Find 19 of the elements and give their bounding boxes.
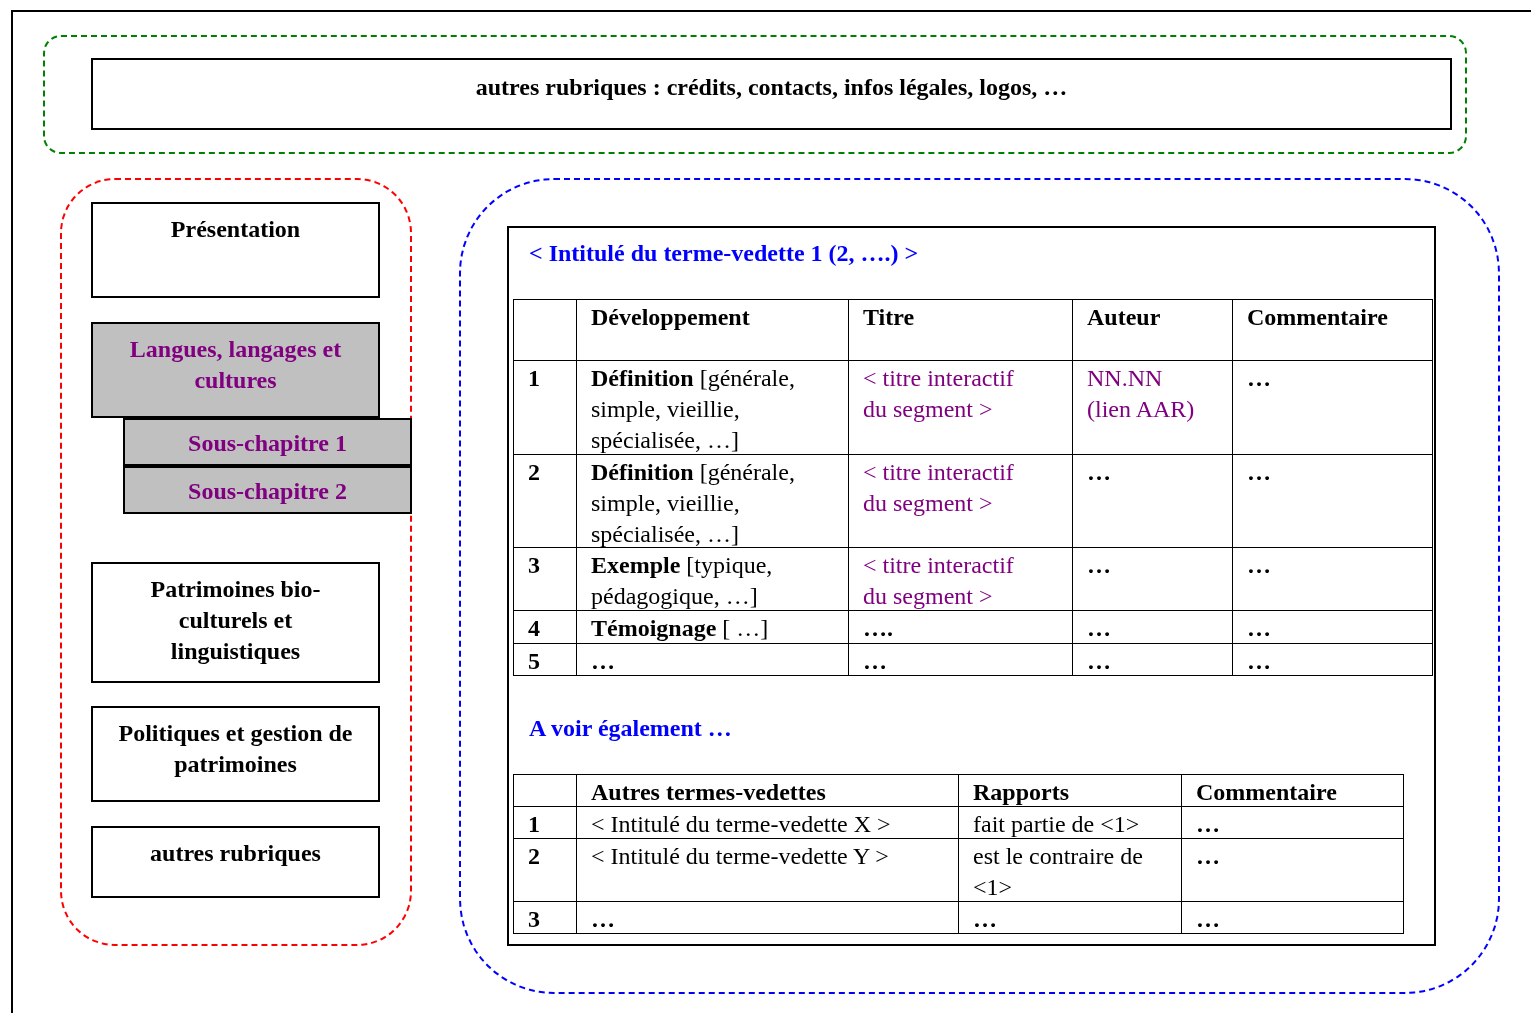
menu-box: Sous-chapitre 2 xyxy=(123,466,412,514)
menu-box: Patrimoines bio-culturels et linguistiques xyxy=(91,562,380,683)
menu-box: Politiques et gestion de patrimoines xyxy=(91,706,380,802)
menu-box: autres rubriques : crédits, contacts, infos légales, logos, … xyxy=(91,58,1452,130)
menu-box: Sous-chapitre 1 xyxy=(123,418,412,466)
row-number: 3 xyxy=(513,901,577,934)
column-header: Commentaire xyxy=(1181,774,1404,807)
menu-box: autres rubriques xyxy=(91,826,380,898)
column-header: Rapports xyxy=(958,774,1182,807)
table-cell: … xyxy=(1232,643,1433,676)
dashed-region xyxy=(43,35,1467,154)
menu-box: Présentation xyxy=(91,202,380,298)
section-heading: A voir également … xyxy=(529,715,732,742)
table-cell: … xyxy=(1181,901,1404,934)
menu-box: Langues, langages et cultures xyxy=(91,322,380,418)
row-number: 5 xyxy=(513,643,577,676)
column-header: Commentaire xyxy=(1232,299,1433,361)
entry-heading: < Intitulé du terme-vedette 1 (2, ….) > xyxy=(529,240,919,267)
dashed-region xyxy=(60,178,412,946)
